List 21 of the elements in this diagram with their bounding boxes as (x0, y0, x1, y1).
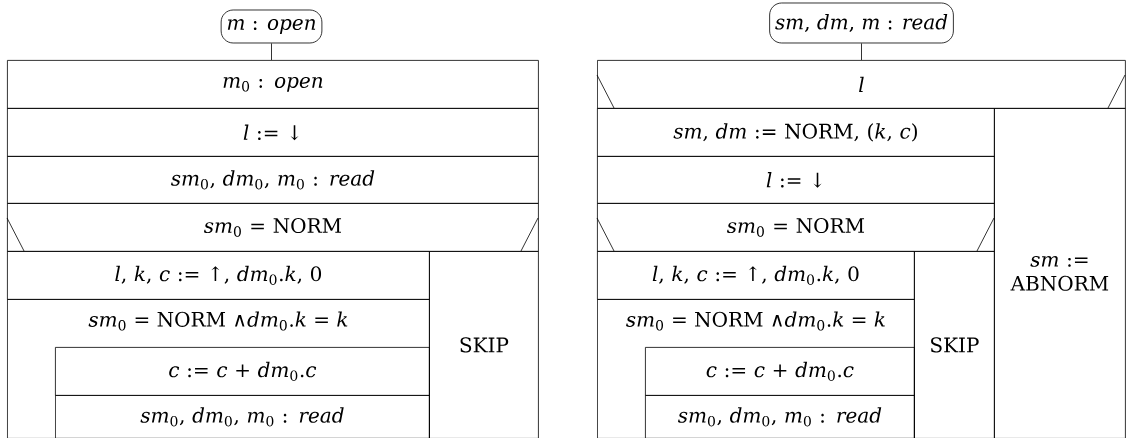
process-box: m$_{0}$ : open (7, 60, 539, 109)
process-box: sm$_{0}$, dm$_{0}$, m$_{0}$ : read (55, 395, 430, 438)
process-box: sm := ABNORM (994, 108, 1126, 438)
skip-box: SKIP (914, 251, 995, 438)
process-box: l, k, c := ↑, dm$_{0}$.k, 0 (7, 251, 430, 300)
process-box: l, k, c := ↑, dm$_{0}$.k, 0 (597, 251, 915, 300)
process-box: l := ↓ (597, 156, 995, 204)
connector-line (861, 43, 862, 61)
process-box: c := c + dm$_{0}$.c (645, 347, 915, 396)
condition-box: l (596, 60, 1126, 109)
process-box: c := c + dm$_{0}$.c (55, 347, 430, 396)
process-box: sm$_{0}$, dm$_{0}$, m$_{0}$ : read (7, 156, 539, 204)
skip-box: SKIP (429, 251, 539, 438)
process-box: sm$_{0}$, dm$_{0}$, m$_{0}$ : read (645, 395, 915, 438)
process-box: sm, dm := NORM, (k, c) (597, 108, 995, 157)
condition-box: sm$_{0}$ = NORM (596, 203, 995, 252)
connector-line (271, 43, 272, 61)
condition-box: sm$_{0}$ = NORM (6, 203, 539, 252)
start-box: sm, dm, m : read (769, 2, 954, 44)
process-box: l := ↓ (7, 108, 539, 157)
start-box: m : open (220, 9, 323, 44)
